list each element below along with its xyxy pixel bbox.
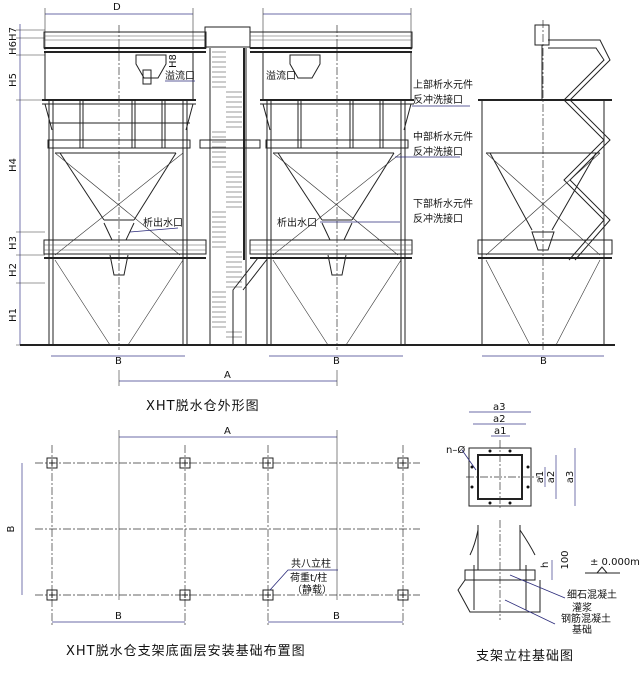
label-middle-2: 反冲洗接口 bbox=[413, 145, 463, 158]
label-overflow-left: 溢流口 bbox=[165, 69, 195, 82]
dim-n-phi: n–Ø bbox=[446, 444, 465, 456]
dim-b-plan-vertical: B bbox=[6, 525, 17, 532]
label-lower-2: 反冲洗接口 bbox=[413, 212, 463, 225]
dim-h1: H1 bbox=[8, 308, 19, 322]
column-base bbox=[262, 589, 274, 601]
elevation-title: XHT脱水仓外形图 bbox=[146, 399, 260, 414]
column-base bbox=[46, 457, 58, 469]
label-rc: 钢筋混凝土 bbox=[561, 612, 611, 625]
stair-tower bbox=[199, 26, 261, 345]
label-lower-1: 下部析水元件 bbox=[413, 197, 473, 210]
dim-a-plan: A bbox=[224, 426, 231, 437]
dim-a3-v: a3 bbox=[565, 471, 576, 484]
dim-b-right: B bbox=[333, 356, 340, 367]
column-base bbox=[262, 457, 274, 469]
dim-h2: H2 bbox=[8, 263, 19, 277]
label-overflow-right: 溢流口 bbox=[266, 69, 296, 82]
column-base bbox=[46, 589, 58, 601]
side-elevation: B bbox=[477, 20, 613, 367]
label-drain-left: 析出水口 bbox=[143, 216, 183, 229]
column-cross-mark bbox=[400, 592, 406, 598]
note-static: （静载） bbox=[292, 583, 332, 596]
column-cross-mark bbox=[182, 592, 188, 598]
left-tank: D 溢流口 H8 析出水口 bbox=[42, 2, 207, 350]
dim-a-elevation: A bbox=[224, 370, 231, 381]
dim-a2-v: a2 bbox=[546, 471, 557, 484]
column-base bbox=[179, 457, 191, 469]
height-dims: H7 H6 H5 H4 H3 H2 H1 bbox=[8, 24, 45, 346]
note-columns: 共八立柱 bbox=[291, 557, 331, 570]
dim-b-plan-left: B bbox=[115, 611, 122, 622]
column-cross-mark bbox=[182, 460, 188, 466]
dim-h6: H6 bbox=[8, 41, 19, 55]
column-cross-mark bbox=[265, 460, 271, 466]
column-cross-mark bbox=[49, 592, 55, 598]
column-cross-mark bbox=[49, 460, 55, 466]
dim-h: h bbox=[540, 562, 551, 568]
backwash-labels: 上部析水元件 反冲洗接口 中部析水元件 反冲洗接口 下部析水元件 反冲洗接口 bbox=[395, 78, 473, 225]
column-cross-mark bbox=[400, 460, 406, 466]
plan-title: XHT脱水仓支架底面层安装基础布置图 bbox=[66, 643, 306, 659]
dim-b-left: B bbox=[115, 356, 122, 367]
dim-h8: H8 bbox=[168, 54, 179, 68]
dim-a1: a1 bbox=[494, 426, 507, 437]
label-fine-concrete: 细石混凝土 bbox=[567, 588, 617, 601]
dim-b-plan-right: B bbox=[333, 611, 340, 622]
column-base bbox=[179, 589, 191, 601]
label-upper-2: 反冲洗接口 bbox=[413, 93, 463, 106]
foundation-plan: A B B B 共八立柱 荷重t/柱 （静载） XHT脱水仓支架底面层安装基础布… bbox=[6, 426, 420, 659]
dim-h3: H3 bbox=[8, 236, 19, 250]
dim-h4: H4 bbox=[8, 158, 19, 172]
column-base bbox=[397, 589, 409, 601]
dim-a1-v: a1 bbox=[535, 471, 546, 484]
dim-b-side: B bbox=[540, 356, 547, 367]
column-base bbox=[397, 457, 409, 469]
elevation-base-dims: B B A XHT脱水仓外形图 bbox=[20, 344, 615, 414]
label-foundation: 基础 bbox=[572, 623, 592, 636]
label-grout: 灌浆 bbox=[572, 601, 592, 614]
dim-100: 100 bbox=[560, 550, 571, 569]
label-drain-right: 析出水口 bbox=[277, 216, 317, 229]
dim-d-left: D bbox=[113, 2, 121, 13]
dim-a2: a2 bbox=[493, 414, 506, 425]
column-cross-mark bbox=[265, 592, 271, 598]
dim-a3: a3 bbox=[493, 402, 506, 413]
right-tank bbox=[232, 8, 414, 350]
dim-h5: H5 bbox=[8, 73, 19, 87]
detail-title: 支架立柱基础图 bbox=[476, 649, 574, 664]
note-load: 荷重t/柱 bbox=[290, 571, 327, 584]
dim-h7: H7 bbox=[8, 27, 19, 41]
column-foundation-detail: a3 a2 a1 a1 a2 a3 n–Ø h 100 ± 0.000m 细石混… bbox=[446, 402, 640, 664]
label-middle-1: 中部析水元件 bbox=[413, 130, 473, 143]
elevation-mark: ± 0.000m bbox=[590, 557, 640, 568]
label-upper-1: 上部析水元件 bbox=[413, 78, 473, 91]
